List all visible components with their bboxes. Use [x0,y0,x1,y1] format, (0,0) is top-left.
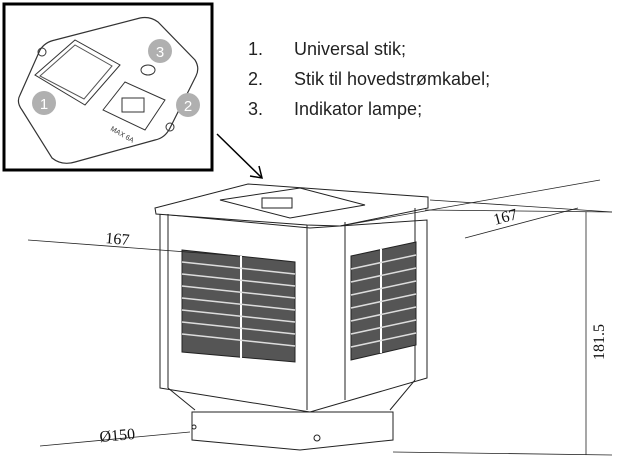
marker-2: 2 [176,93,200,117]
pointer-arrow [216,133,264,179]
svg-text:1: 1 [40,96,48,113]
legend-number: 2. [248,69,264,89]
dimension-width-left: 167 [105,230,130,249]
legend-item: 2. Stik til hovedstrømkabel; [248,64,490,94]
legend-item: 3. Indikator lampe; [248,94,490,124]
legend-text: Indikator lampe; [294,99,423,119]
dimension-height: 181.5 [591,324,608,360]
svg-text:3: 3 [156,44,164,61]
legend-text: Stik til hovedstrømkabel; [294,69,491,89]
connector-plate-inset: MAX 6A 1 2 3 [2,2,214,172]
legend-text: Universal stik; [294,39,407,59]
marker-1: 1 [32,91,56,115]
dimension-base-diameter: Ø150 [99,426,136,446]
svg-text:2: 2 [184,98,192,115]
parts-legend: 1. Universal stik; 2. Stik til hovedstrømk… [248,34,490,124]
marker-3: 3 [148,39,172,63]
vent-grille-side [350,241,417,361]
legend-number: 3. [248,99,264,119]
dimension-lines [27,179,613,456]
dimension-width-right: 167 [492,206,520,229]
legend-number: 1. [248,39,264,59]
vent-grille-front [181,249,296,363]
device-body [154,183,429,451]
legend-item: 1. Universal stik; [248,34,490,64]
